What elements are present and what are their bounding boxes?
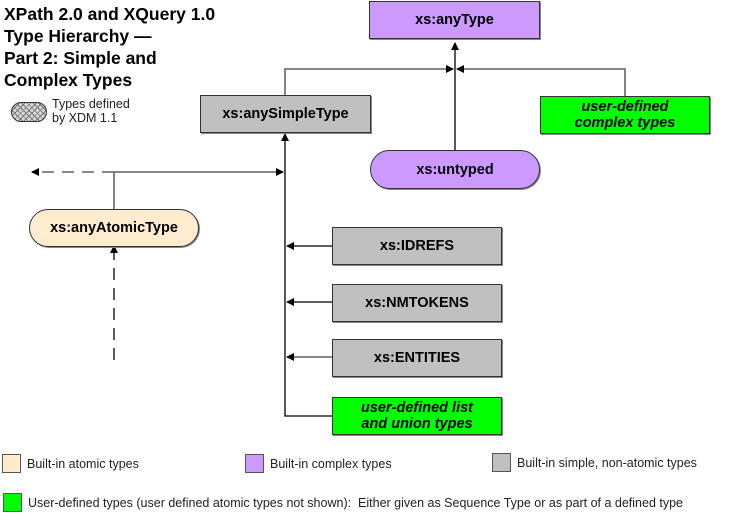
link-trunk-to-anysimpletype (281, 133, 332, 417)
node-nmtokens[interactable]: xs:NMTOKENS (332, 284, 502, 322)
legend-swatch-atomic (2, 454, 21, 473)
xdm-hatched-shape-icon (11, 102, 47, 122)
node-untyped[interactable]: xs:untyped (370, 150, 540, 189)
legend-label-atomic: Built-in atomic types (27, 456, 139, 471)
link-anyatomictype-to-trunk (113, 168, 284, 209)
legend-label-user: User-defined types (user defined atomic … (28, 495, 684, 510)
node-anysimpletype[interactable]: xs:anySimpleType (200, 95, 371, 133)
legend-builtin-atomic: Built-in atomic types (2, 454, 139, 473)
link-anysimpletype-to-anytype (284, 65, 454, 95)
node-anytype[interactable]: xs:anyType (369, 1, 540, 39)
node-entities[interactable]: xs:ENTITIES (332, 339, 502, 377)
legend-user-defined: User-defined types (user defined atomic … (3, 493, 683, 512)
legend-label-complex: Built-in complex types (270, 456, 392, 471)
node-idrefs[interactable]: xs:IDREFS (332, 227, 502, 265)
xdm-note-text: Types defined by XDM 1.1 (52, 97, 130, 125)
legend-label-simple: Built-in simple, non-atomic types (517, 455, 697, 470)
node-user-defined-complex-types[interactable]: user-defined complex types (540, 96, 710, 134)
node-anyatomictype[interactable]: xs:anyAtomicType (29, 209, 199, 247)
node-user-defined-list-union-types[interactable]: user-defined list and union types (332, 397, 502, 435)
legend-builtin-simple: Built-in simple, non-atomic types (492, 453, 697, 472)
legend-swatch-complex (245, 454, 264, 473)
diagram-title: XPath 2.0 and XQuery 1.0 Type Hierarchy … (4, 4, 216, 90)
legend-swatch-simple (492, 453, 511, 472)
legend-builtin-complex: Built-in complex types (245, 454, 392, 473)
legend-swatch-user (3, 493, 22, 512)
link-usercomplex-to-anytype (456, 65, 626, 96)
